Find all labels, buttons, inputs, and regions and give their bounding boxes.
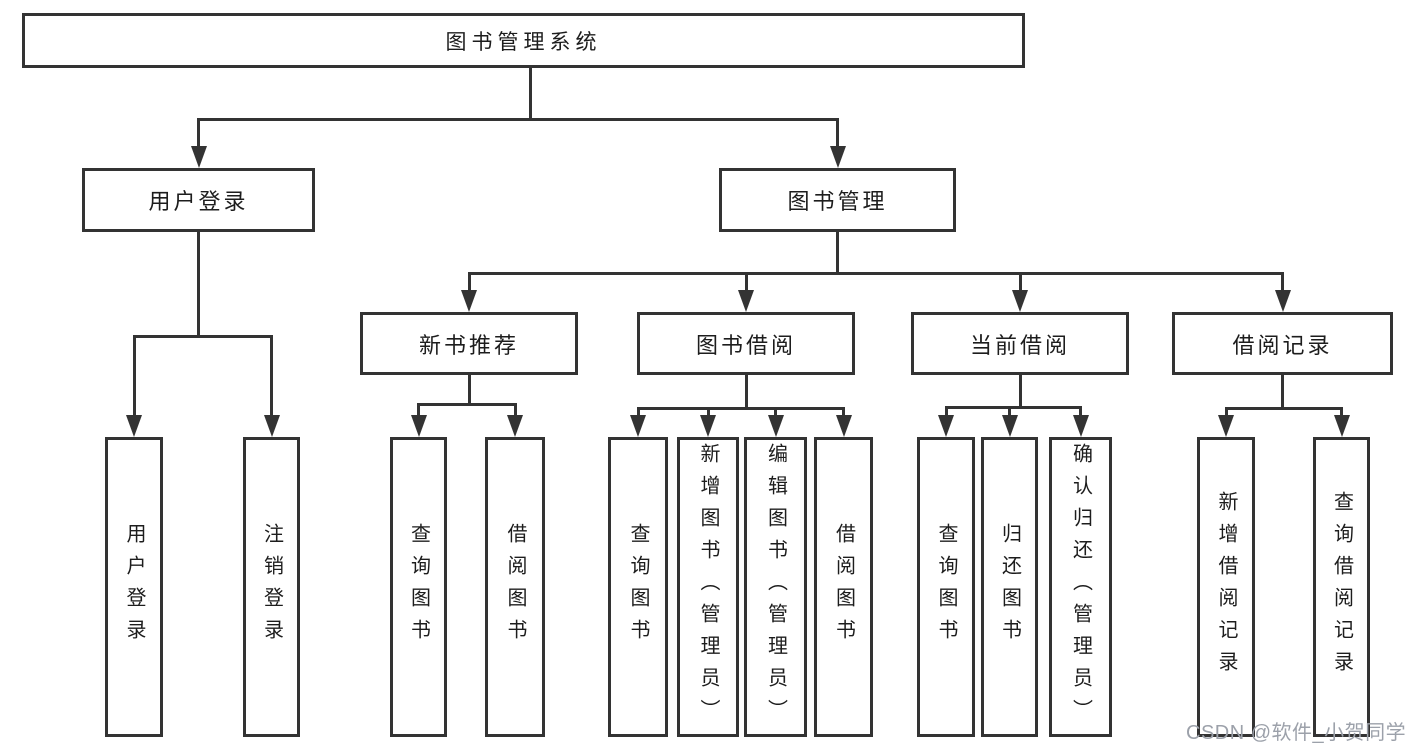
connector-drop: [1018, 272, 1022, 302]
arrow-down-icon: [263, 415, 280, 437]
node-label: 图书借阅: [695, 332, 796, 358]
connector-hbar: [944, 406, 1082, 409]
arrow-down-icon: [1333, 415, 1350, 437]
node-label: 借阅图书: [504, 523, 526, 651]
node-label: 注销登录: [260, 523, 283, 651]
connector-trunk: [197, 232, 200, 335]
connector-hbar: [132, 335, 273, 338]
node-label: 归还图书: [998, 523, 1021, 651]
arrow-down-icon: [738, 290, 754, 312]
node-book-borrow: 图书借阅: [637, 312, 855, 375]
connector-hbar: [197, 118, 839, 121]
node-borrow-records: 借阅记录: [1172, 312, 1393, 375]
connector-hbar: [1224, 407, 1343, 410]
connector-trunk: [836, 232, 839, 272]
arrow-down-icon: [126, 415, 142, 437]
node-label: 确认归还（管理员）: [1069, 443, 1092, 731]
node-label: 当前借阅: [969, 332, 1070, 358]
arrow-down-icon: [835, 415, 852, 437]
arrow-down-icon: [507, 415, 523, 437]
leaf-query-books-current: 查询图书: [917, 437, 975, 737]
leaf-borrow-books: 借阅图书: [814, 437, 873, 737]
connector-hbar: [417, 403, 517, 406]
connector-drop: [270, 335, 273, 427]
leaf-logout: 注销登录: [243, 437, 300, 737]
arrow-down-icon: [1274, 290, 1291, 312]
connector-hbar: [636, 407, 845, 410]
arrow-down-icon: [630, 415, 646, 437]
arrow-down-icon: [938, 415, 954, 437]
leaf-query-books-recommend: 查询图书: [390, 437, 447, 737]
connector-drop: [836, 118, 839, 158]
connector-drop: [132, 335, 136, 427]
connector-drop: [467, 272, 471, 302]
node-label: 用户登录: [148, 189, 249, 214]
connector-trunk: [467, 375, 471, 403]
node-label: 新书推荐: [418, 332, 519, 358]
arrow-down-icon: [1218, 415, 1234, 437]
leaf-borrow-books-recommend: 借阅图书: [485, 437, 545, 737]
watermark: CSDN @软件_小贺同学: [1186, 722, 1405, 744]
node-label: 借阅图书: [832, 523, 855, 651]
connector-trunk: [1018, 375, 1022, 406]
connector-drop: [1281, 272, 1284, 302]
arrow-down-icon: [1072, 415, 1089, 437]
arrow-down-icon: [410, 415, 427, 437]
leaf-user-login: 用户登录: [105, 437, 163, 737]
arrow-down-icon: [767, 415, 784, 437]
node-current-borrow: 当前借阅: [911, 312, 1129, 375]
leaf-return-book: 归还图书: [981, 437, 1038, 737]
arrow-down-icon: [1001, 415, 1018, 437]
node-root: 图书管理系统: [22, 13, 1025, 68]
node-label: 图书管理: [787, 189, 888, 214]
node-label: 新增借阅记录: [1215, 491, 1237, 683]
connector-trunk: [744, 375, 748, 407]
connector-hbar: [467, 272, 1284, 275]
arrow-down-icon: [829, 146, 846, 168]
arrow-down-icon: [700, 415, 716, 437]
node-label: 编辑图书（管理员）: [764, 443, 787, 731]
node-label: 查询图书: [627, 523, 649, 651]
node-label: 查询图书: [935, 523, 957, 651]
node-book-management: 图书管理: [719, 168, 956, 232]
arrow-down-icon: [190, 146, 207, 168]
node-user-login: 用户登录: [82, 168, 315, 232]
connector-trunk: [1281, 375, 1284, 407]
node-label: 借阅记录: [1232, 332, 1333, 358]
connector-drop: [197, 118, 200, 158]
leaf-edit-book-admin: 编辑图书（管理员）: [744, 437, 807, 737]
arrow-down-icon: [1012, 290, 1028, 312]
leaf-add-borrow-record: 新增借阅记录: [1197, 437, 1255, 737]
connector-trunk: [528, 68, 532, 118]
leaf-query-books-borrow: 查询图书: [608, 437, 668, 737]
leaf-query-borrow-record: 查询借阅记录: [1313, 437, 1370, 737]
leaf-add-book-admin: 新增图书（管理员）: [677, 437, 739, 737]
node-label: 查询借阅记录: [1330, 491, 1353, 683]
node-label: 新增图书（管理员）: [697, 443, 719, 731]
leaf-confirm-return-admin: 确认归还（管理员）: [1049, 437, 1112, 737]
node-label: 查询图书: [407, 523, 430, 651]
node-label: 图书管理系统: [445, 30, 602, 54]
node-new-book-recommend: 新书推荐: [360, 312, 578, 375]
arrow-down-icon: [461, 290, 477, 312]
connector-drop: [744, 272, 748, 302]
node-label: 用户登录: [123, 523, 145, 651]
